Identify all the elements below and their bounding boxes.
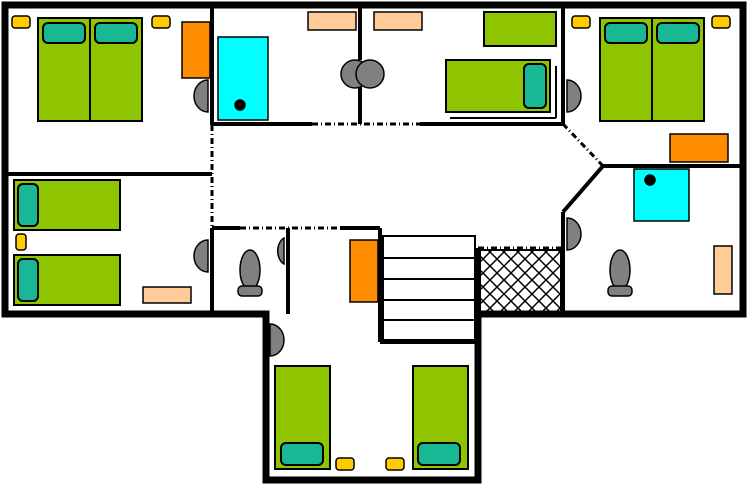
- sinks: [193, 59, 582, 357]
- beds: [13, 11, 705, 470]
- staircase: [382, 235, 476, 341]
- lattice-void: [479, 249, 562, 313]
- toilets: [237, 249, 633, 297]
- showers: [217, 36, 690, 222]
- lamps: [11, 15, 731, 471]
- furniture: [142, 11, 733, 304]
- interior-walls: [5, 5, 743, 344]
